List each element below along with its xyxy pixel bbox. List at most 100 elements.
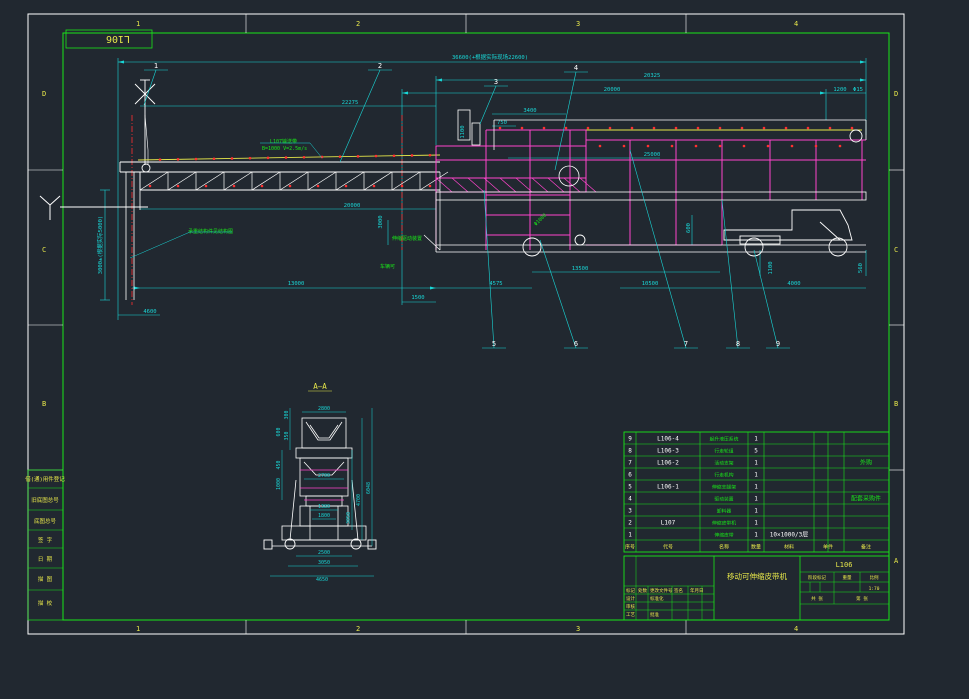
feed-point-marker bbox=[134, 79, 156, 165]
dim-615: Φ15 bbox=[853, 87, 863, 93]
bom-header-cell: 代号 bbox=[663, 544, 673, 551]
return-roller bbox=[646, 144, 650, 148]
callout-label: 2 bbox=[378, 62, 382, 70]
callout-label: 7 bbox=[684, 340, 688, 348]
callout-8: 8 bbox=[721, 199, 750, 349]
idler-roller bbox=[374, 154, 378, 158]
idler-roller bbox=[212, 157, 216, 161]
bom-cell-no: 9 bbox=[628, 436, 632, 443]
sec-w1380: 1380 bbox=[318, 504, 330, 510]
dim-22275: 22275 bbox=[342, 100, 359, 106]
callout-label: 1 bbox=[154, 62, 158, 70]
head-pulley[interactable] bbox=[849, 129, 863, 143]
section-dim-lines bbox=[270, 408, 374, 577]
right-frame[interactable] bbox=[435, 109, 867, 253]
tb-weight: 重量 bbox=[843, 574, 852, 581]
bom-cell-material: 10×1000/3层 bbox=[770, 532, 809, 539]
idler-roller bbox=[230, 157, 234, 160]
callout-label: 4 bbox=[574, 64, 578, 72]
idler-roller bbox=[828, 126, 832, 130]
title-block: 标记 处数 更改文件号 签名 年月日 设计 标准化 审核 工艺 批准 移动可伸缩… bbox=[623, 555, 890, 621]
tb-sign-3: 工艺 bbox=[626, 612, 635, 618]
zone-right-a: A bbox=[894, 557, 899, 565]
truss-diagonal bbox=[335, 171, 365, 191]
truss-diagonal bbox=[307, 171, 337, 191]
dim-1500: 1500 bbox=[411, 295, 424, 301]
idler-roller bbox=[284, 156, 288, 159]
tb-left-5: 年月日 bbox=[690, 587, 704, 594]
bom-header: 序号代号名称数量材料单件备注 bbox=[625, 544, 871, 551]
bom-cell-qty: 1 bbox=[754, 436, 758, 443]
bom-header-cell: 数量 bbox=[751, 544, 761, 551]
truss-diagonal bbox=[251, 171, 281, 191]
pink-diagonals bbox=[435, 177, 597, 193]
idler-roller bbox=[176, 158, 180, 161]
idler-roller bbox=[356, 155, 360, 158]
bom-cell-note: 外购 bbox=[860, 459, 872, 467]
dim-20000: 20000 bbox=[604, 87, 621, 93]
pink-diag bbox=[531, 177, 549, 193]
bom-cell-code: L106-1 bbox=[657, 484, 679, 491]
main-boom[interactable] bbox=[119, 114, 440, 300]
pink-structure[interactable] bbox=[435, 129, 866, 250]
tb-sign-2: 审核 bbox=[626, 603, 635, 610]
wheel-front[interactable] bbox=[522, 237, 542, 257]
zone-left-c: C bbox=[42, 246, 46, 254]
callout-2: 2 bbox=[339, 62, 392, 163]
pink-diag bbox=[499, 177, 517, 193]
idler-roller bbox=[564, 126, 568, 130]
return-roller bbox=[814, 144, 818, 148]
side-cell-6: 描 校 bbox=[38, 599, 53, 607]
section-wheels bbox=[263, 538, 377, 550]
idler-roller bbox=[762, 126, 766, 130]
vehicle[interactable] bbox=[723, 209, 853, 245]
dim-20325: 20325 bbox=[644, 73, 661, 79]
elevation-view[interactable]: 36600(+根据实际现场22600) 20325 20000 1200 Φ15… bbox=[39, 53, 867, 349]
dim-vertical: 3000±(根据实际5000) bbox=[96, 216, 104, 274]
zone-labels: 1 2 3 4 1 2 3 4 D C B D C B A bbox=[42, 20, 899, 633]
travel-wheels[interactable] bbox=[141, 129, 863, 257]
bom-cell-no: 7 bbox=[628, 460, 632, 467]
bom-cell-qty: 1 bbox=[754, 520, 758, 527]
zone-right-b: B bbox=[894, 400, 898, 408]
tb-left-0: 标记 bbox=[626, 587, 635, 594]
sec-h1000: 1000 bbox=[276, 478, 282, 490]
truss-left bbox=[139, 171, 449, 191]
truss-diagonal bbox=[223, 171, 253, 191]
idler-roller bbox=[302, 155, 306, 159]
idler-rollers-left bbox=[148, 153, 432, 188]
elevation-dimension-texts: 36600(+根据实际现场22600) 20325 20000 1200 Φ15… bbox=[143, 53, 863, 315]
zone-top-2: 2 bbox=[356, 20, 360, 28]
wheel-rear-2[interactable] bbox=[828, 237, 848, 257]
dim-4600: 4600 bbox=[143, 309, 156, 315]
bom-cell-qty: 1 bbox=[754, 508, 758, 515]
stamp-text: L106 bbox=[106, 33, 130, 44]
tail-pulley[interactable] bbox=[141, 163, 151, 173]
section-aa-view[interactable]: A—A bbox=[263, 382, 377, 583]
idler-roller bbox=[320, 155, 324, 159]
bom-cell-code: L106-2 bbox=[657, 460, 679, 467]
zone-bottom-4: 4 bbox=[794, 625, 798, 633]
bom-cell-no: 6 bbox=[628, 472, 632, 479]
section-dim-texts: 2800 2700 1380 1800 2500 3050 4650 300 6… bbox=[276, 406, 372, 583]
wheel-rear-1[interactable] bbox=[744, 237, 764, 257]
return-roller bbox=[790, 144, 794, 148]
pink-diag bbox=[579, 177, 597, 193]
truss-diagonal bbox=[195, 171, 225, 191]
bom-cell-no: 3 bbox=[628, 508, 632, 515]
callout-5: 5 bbox=[482, 189, 506, 349]
return-roller bbox=[232, 184, 236, 188]
dimension-arrows bbox=[118, 60, 866, 290]
